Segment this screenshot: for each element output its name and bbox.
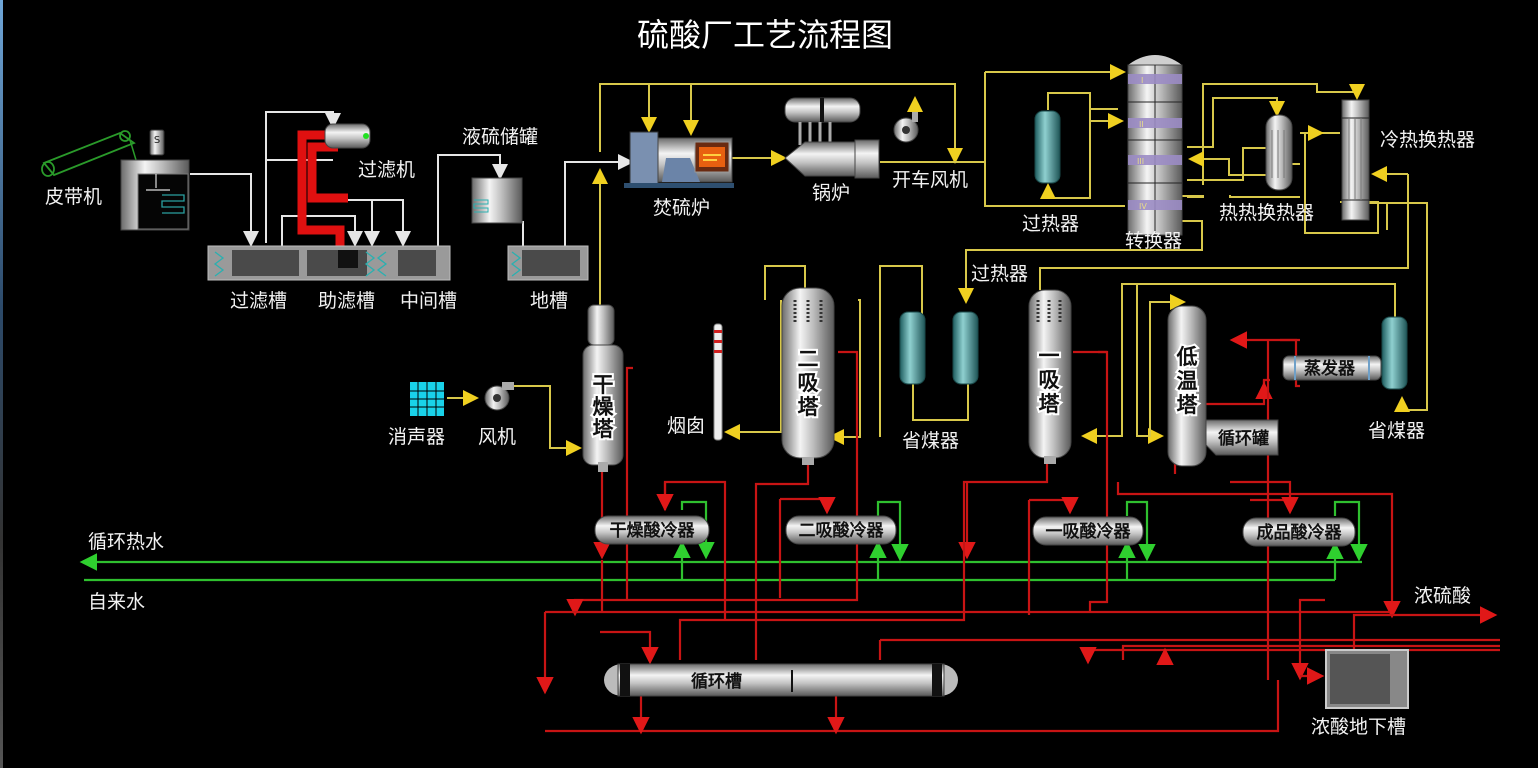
water-pipes bbox=[79, 500, 1368, 582]
converter-stage-3: III bbox=[1137, 157, 1144, 166]
converter-label: 转换器 bbox=[1125, 230, 1182, 252]
filter-machine-label: 过滤机 bbox=[358, 159, 415, 181]
belt-conveyor[interactable] bbox=[41, 130, 137, 177]
liquid-sulfur-tank[interactable] bbox=[471, 177, 523, 224]
circulation-tank-small[interactable] bbox=[1205, 419, 1279, 456]
filter-machine[interactable] bbox=[324, 123, 371, 149]
converter-stage-2: II bbox=[1139, 120, 1144, 129]
converter-stage-1: I bbox=[1141, 76, 1143, 85]
sulfur-burner[interactable] bbox=[624, 131, 734, 188]
economizer-right-label: 省煤器 bbox=[1368, 420, 1425, 442]
first-absorption-tower[interactable] bbox=[1028, 289, 1072, 464]
page-title: 硫酸厂工艺流程图 bbox=[637, 16, 893, 54]
superheater-top[interactable] bbox=[1034, 110, 1061, 184]
second-absorption-tower-label: 二 bbox=[798, 347, 819, 371]
ground-tank-label: 地槽 bbox=[530, 290, 568, 312]
chimney[interactable] bbox=[713, 323, 723, 441]
liquid-sulfur-tank-label: 液硫储罐 bbox=[462, 126, 538, 148]
sulfur-melting-tank[interactable]: S bbox=[120, 129, 190, 231]
belt-conveyor-label: 皮带机 bbox=[45, 186, 102, 208]
evaporator-label: 蒸发器 bbox=[1304, 358, 1356, 379]
chimney-label: 烟囱 bbox=[667, 415, 705, 437]
drying-acid-cooler[interactable] bbox=[594, 515, 710, 545]
sulfur-burner-label: 焚硫炉 bbox=[653, 197, 710, 219]
evaporator[interactable] bbox=[1282, 355, 1382, 381]
superheater-top-label: 过热器 bbox=[1022, 213, 1079, 235]
svg-text:吸: 吸 bbox=[1039, 368, 1061, 392]
superheater-mid-label: 过热器 bbox=[971, 263, 1028, 285]
svg-text:塔: 塔 bbox=[1039, 392, 1061, 416]
cold-heat-exchanger[interactable] bbox=[1341, 99, 1370, 221]
first-absorption-acid-cooler-label: 一吸酸冷器 bbox=[1046, 521, 1132, 542]
fan[interactable] bbox=[484, 382, 514, 411]
product-acid-cooler-label: 成品酸冷器 bbox=[1257, 522, 1343, 543]
molten-sulfur-pipe bbox=[297, 130, 345, 246]
silencer-label: 消声器 bbox=[388, 426, 445, 448]
boiler-label: 锅炉 bbox=[812, 182, 850, 204]
silencer[interactable] bbox=[410, 382, 444, 416]
circulating-hot-water-label: 循环热水 bbox=[88, 531, 164, 553]
tap-water-label: 自来水 bbox=[88, 591, 145, 613]
economizer-left-label: 省煤器 bbox=[902, 430, 959, 452]
economizer-left[interactable] bbox=[899, 311, 979, 385]
aid-filter-tank-label: 助滤槽 bbox=[318, 290, 375, 312]
fan-label: 风机 bbox=[478, 426, 516, 448]
svg-text:塔: 塔 bbox=[593, 417, 615, 441]
second-absorption-acid-cooler[interactable] bbox=[785, 515, 897, 545]
hot-heat-exchanger[interactable] bbox=[1265, 114, 1293, 191]
cold-heat-exchanger-label: 冷热换热器 bbox=[1380, 129, 1475, 151]
low-temp-tower[interactable] bbox=[1167, 305, 1207, 467]
conc-acid-underground-tank-label: 浓酸地下槽 bbox=[1311, 716, 1406, 738]
gas-pipes bbox=[447, 64, 1428, 456]
economizer-right[interactable] bbox=[1381, 316, 1408, 390]
second-absorption-acid-cooler-label: 二吸酸冷器 bbox=[799, 520, 885, 541]
filter-tank-label: 过滤槽 bbox=[230, 290, 287, 312]
boiler[interactable] bbox=[784, 97, 880, 179]
svg-text:S: S bbox=[154, 135, 160, 146]
svg-text:塔: 塔 bbox=[1177, 393, 1199, 417]
startup-fan-label: 开车风机 bbox=[892, 169, 968, 191]
startup-fan[interactable] bbox=[893, 96, 923, 143]
drying-acid-cooler-label: 干燥酸冷器 bbox=[610, 520, 696, 541]
first-absorption-tower-label: 一 bbox=[1039, 344, 1060, 368]
middle-tank-label: 中间槽 bbox=[400, 290, 457, 312]
svg-text:燥: 燥 bbox=[593, 395, 615, 419]
converter-stage-4: IV bbox=[1139, 202, 1147, 211]
window-edge bbox=[0, 0, 3, 768]
second-absorption-tower[interactable] bbox=[781, 287, 835, 465]
drying-tower[interactable] bbox=[582, 304, 624, 472]
hot-heat-exchanger-label: 热热换热器 bbox=[1219, 202, 1314, 224]
svg-text:吸: 吸 bbox=[798, 371, 820, 395]
sulfur-pipes bbox=[190, 111, 634, 247]
circulation-tank-small-label: 循环罐 bbox=[1218, 428, 1269, 449]
ground-tank[interactable] bbox=[507, 245, 589, 281]
circulation-tank[interactable] bbox=[604, 663, 958, 697]
svg-text:塔: 塔 bbox=[798, 395, 820, 419]
concentrated-sulfuric-acid-label: 浓硫酸 bbox=[1414, 585, 1471, 607]
tank-bank[interactable] bbox=[207, 245, 451, 281]
conc-acid-underground-tank[interactable] bbox=[1325, 649, 1409, 709]
acid-pipes bbox=[536, 331, 1500, 735]
svg-text:温: 温 bbox=[1177, 369, 1198, 393]
product-acid-cooler[interactable] bbox=[1242, 517, 1356, 547]
converter[interactable] bbox=[1127, 55, 1183, 236]
circulation-tank-label: 循环槽 bbox=[691, 671, 742, 692]
low-temp-tower-label: 低 bbox=[1176, 345, 1198, 369]
first-absorption-acid-cooler[interactable] bbox=[1032, 516, 1144, 546]
drying-tower-label-1: 干 bbox=[593, 373, 614, 397]
